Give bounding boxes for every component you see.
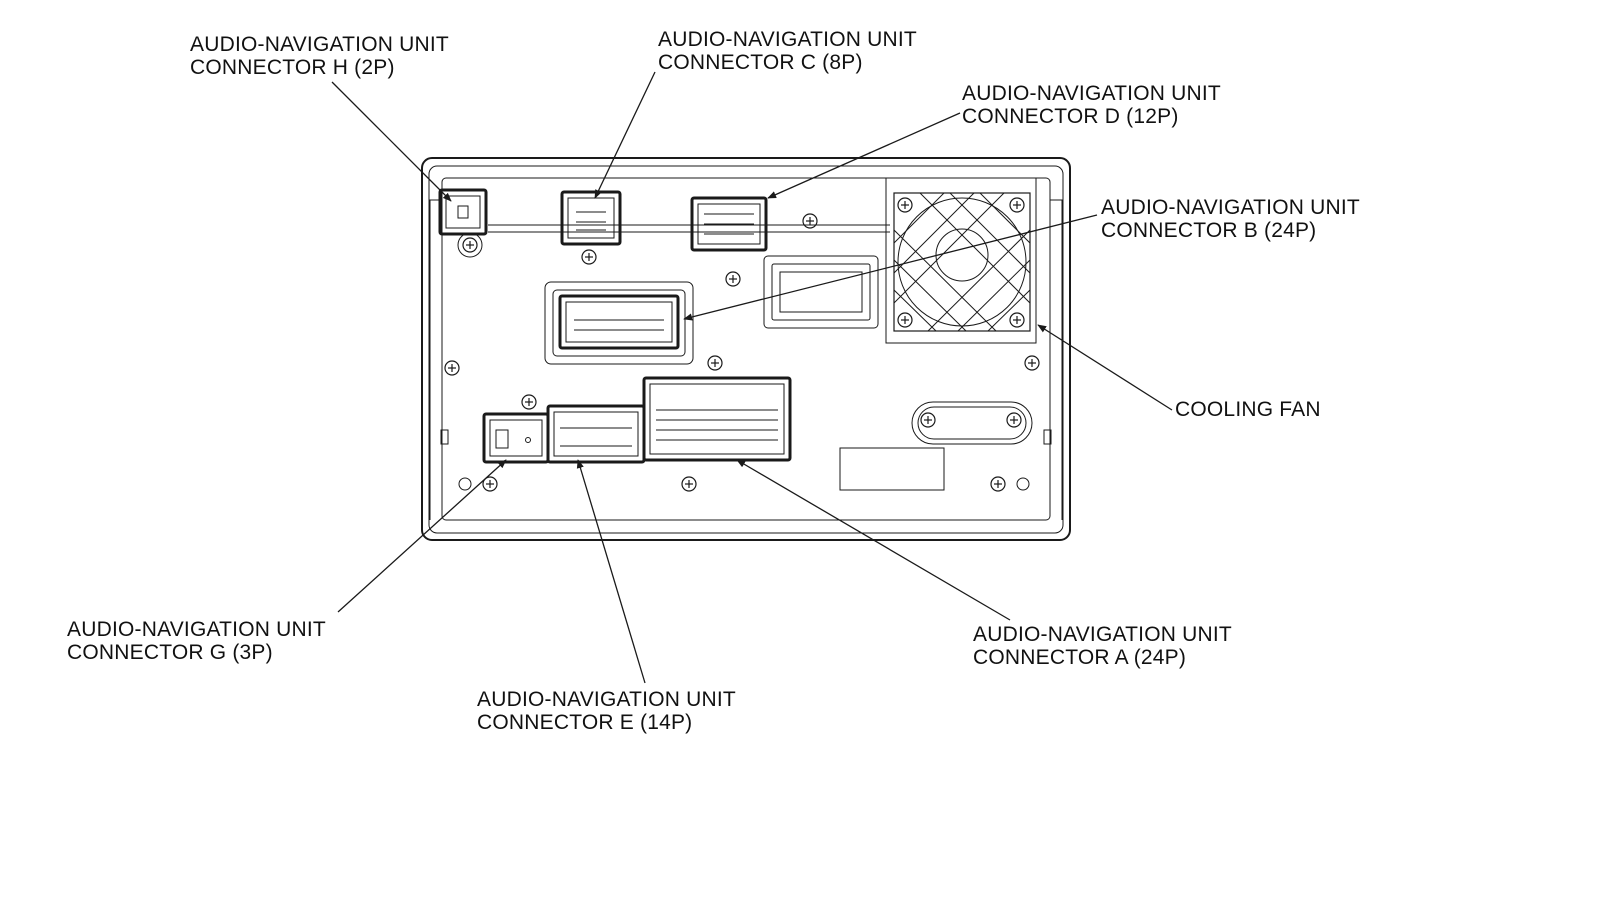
label-connector-e-line2: CONNECTOR E (14P) xyxy=(477,711,693,734)
label-connector-h: AUDIO-NAVIGATION UNIT CONNECTOR H (2P) xyxy=(190,33,449,79)
label-connector-b-line2: CONNECTOR B (24P) xyxy=(1101,219,1317,242)
label-connector-a-line2: CONNECTOR A (24P) xyxy=(973,646,1187,669)
cooling-fan xyxy=(885,177,1037,344)
leader-connector-e xyxy=(576,459,646,684)
leader-lines xyxy=(331,71,1173,684)
leader-connector-c xyxy=(594,71,656,199)
label-connector-d-line2: CONNECTOR D (12P) xyxy=(962,105,1179,128)
housing-screws xyxy=(444,355,1040,492)
label-connector-a: AUDIO-NAVIGATION UNIT CONNECTOR A (24P) xyxy=(973,623,1232,669)
leader-connector-b xyxy=(683,214,1098,321)
label-connector-b: AUDIO-NAVIGATION UNIT CONNECTOR B (24P) xyxy=(1101,196,1360,242)
label-connector-g-line2: CONNECTOR G (3P) xyxy=(67,641,273,664)
connector-e xyxy=(546,404,646,464)
label-connector-d-line1: AUDIO-NAVIGATION UNIT xyxy=(962,82,1221,105)
label-connector-g-line1: AUDIO-NAVIGATION UNIT xyxy=(67,618,326,641)
center-recess xyxy=(763,255,879,329)
connector-d xyxy=(690,196,818,287)
leader-connector-h xyxy=(331,81,452,202)
unit-housing xyxy=(421,157,1071,541)
connector-g xyxy=(482,412,550,464)
label-connector-g: AUDIO-NAVIGATION UNIT CONNECTOR G (3P) xyxy=(67,618,326,664)
label-connector-e: AUDIO-NAVIGATION UNIT CONNECTOR E (14P) xyxy=(477,688,736,734)
label-connector-a-line1: AUDIO-NAVIGATION UNIT xyxy=(973,623,1232,646)
slotted-bracket xyxy=(839,401,1033,491)
connector-a xyxy=(642,376,792,462)
label-connector-c: AUDIO-NAVIGATION UNIT CONNECTOR C (8P) xyxy=(658,28,917,74)
connector-c xyxy=(560,190,622,265)
label-connector-h-line1: AUDIO-NAVIGATION UNIT xyxy=(190,33,449,56)
label-cooling-fan: COOLING FAN xyxy=(1175,398,1321,421)
leader-connector-a xyxy=(736,459,1011,621)
label-connector-c-line2: CONNECTOR C (8P) xyxy=(658,51,863,74)
label-cooling-fan-line1: COOLING FAN xyxy=(1175,398,1321,421)
connector-h xyxy=(438,188,488,258)
leader-connector-d xyxy=(767,112,961,199)
label-connector-b-line1: AUDIO-NAVIGATION UNIT xyxy=(1101,196,1360,219)
connector-b xyxy=(544,281,723,371)
leader-cooling-fan xyxy=(1037,324,1173,411)
label-connector-d: AUDIO-NAVIGATION UNIT CONNECTOR D (12P) xyxy=(962,82,1221,128)
label-connector-e-line1: AUDIO-NAVIGATION UNIT xyxy=(477,688,736,711)
leader-connector-g xyxy=(337,459,507,613)
label-connector-h-line2: CONNECTOR H (2P) xyxy=(190,56,395,79)
label-connector-c-line1: AUDIO-NAVIGATION UNIT xyxy=(658,28,917,51)
